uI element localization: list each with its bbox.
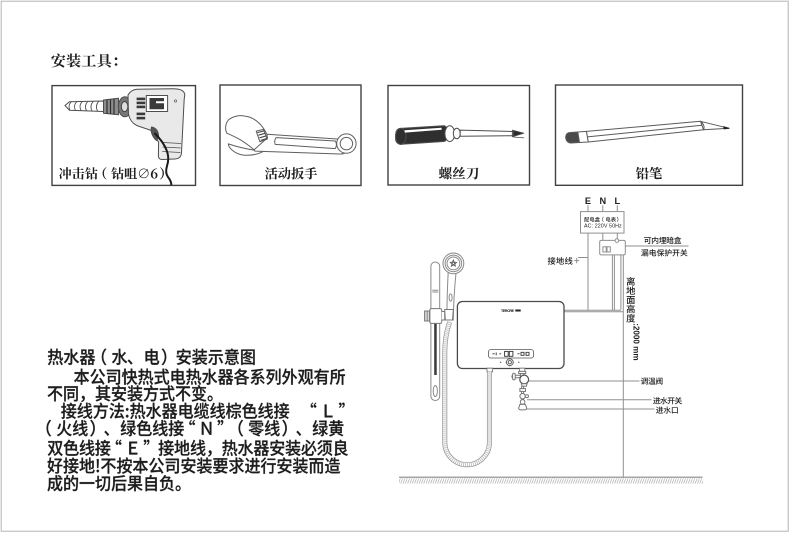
- svg-text:E: E: [585, 196, 591, 206]
- svg-text:L: L: [614, 196, 620, 206]
- svg-text:AC: 220V 50Hz: AC: 220V 50Hz: [584, 223, 622, 229]
- svg-text:TERCRE: TERCRE: [501, 309, 515, 313]
- svg-text::2000 mm: :2000 mm: [632, 323, 641, 360]
- svg-text:N: N: [599, 196, 606, 206]
